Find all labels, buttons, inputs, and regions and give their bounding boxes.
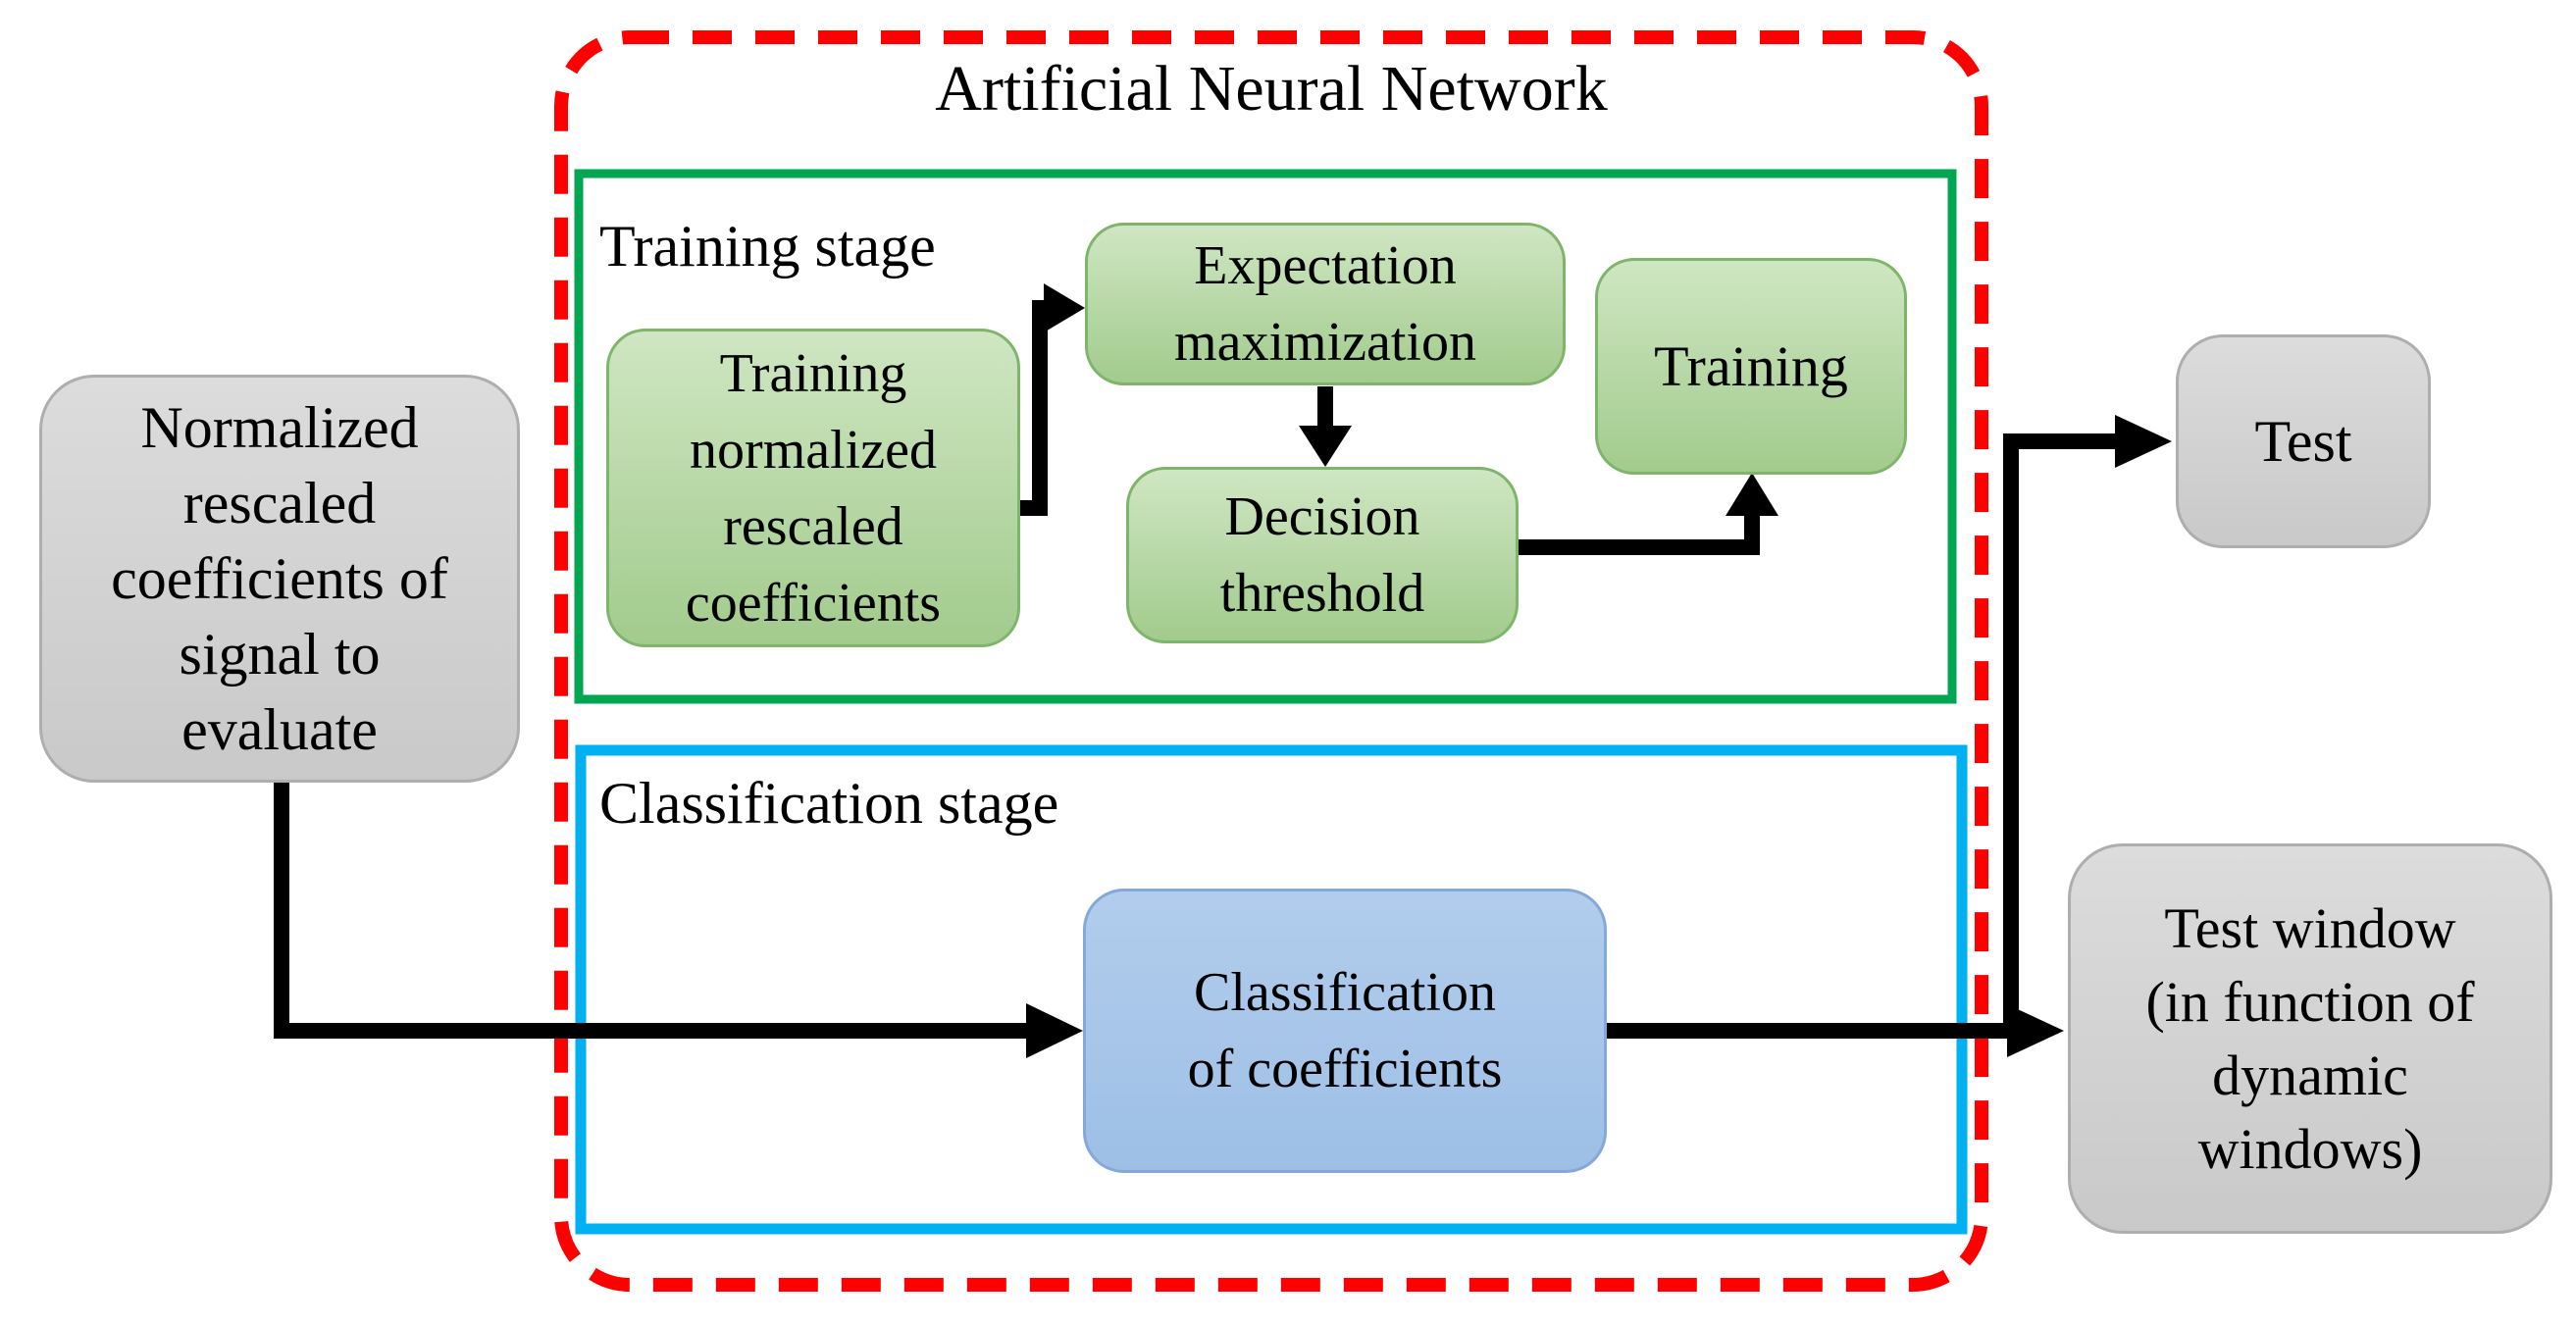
node-training-coefficients: Training normalized rescaled coefficient… bbox=[606, 329, 1020, 647]
arrowhead-icon bbox=[2007, 1004, 2064, 1057]
arrowhead-icon bbox=[1044, 283, 1085, 332]
node-input-coefficients: Normalized rescaled coefficients of sign… bbox=[39, 375, 520, 783]
node-decision-threshold: Decision threshold bbox=[1126, 467, 1519, 643]
arrowhead-icon bbox=[1726, 473, 1778, 516]
classification-stage-label: Classification stage bbox=[599, 771, 1059, 836]
arrow-coefficients-to-em bbox=[1016, 300, 1048, 516]
training-stage-box bbox=[574, 169, 1957, 704]
arrow-threshold-to-training bbox=[1517, 516, 1760, 555]
classification-stage-box bbox=[575, 744, 1968, 1235]
arrowhead-icon bbox=[1026, 1003, 1083, 1058]
arrow-input-to-classification bbox=[274, 781, 1026, 1039]
arrowhead-icon bbox=[2115, 415, 2172, 468]
node-expectation-maximization: Expectation maximization bbox=[1085, 223, 1566, 385]
arrowhead-icon bbox=[1299, 426, 1352, 467]
training-stage-label: Training stage bbox=[599, 214, 936, 279]
ann-title: Artificial Neural Network bbox=[935, 53, 1608, 125]
ann-boundary-box bbox=[554, 30, 1988, 1292]
node-test: Test bbox=[2176, 334, 2431, 548]
node-classification-of-coefficients: Classification of coefficients bbox=[1083, 889, 1607, 1173]
node-test-window: Test window (in function of dynamic wind… bbox=[2068, 843, 2552, 1234]
arrow-branch-to-test bbox=[2003, 433, 2117, 1039]
node-training: Training bbox=[1595, 258, 1907, 475]
